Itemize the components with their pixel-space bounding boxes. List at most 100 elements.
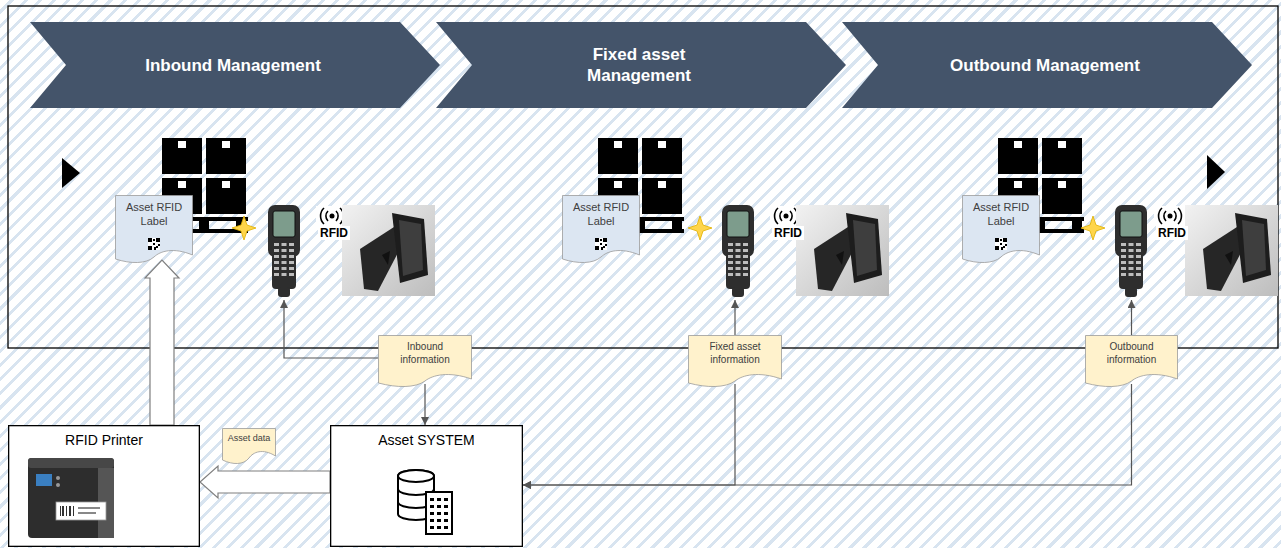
printer-photo: [60, 506, 61, 516]
box-title: RFID Printer: [65, 431, 143, 449]
document-shape: [689, 336, 782, 387]
database-icon: [398, 470, 434, 520]
printer-photo: [28, 458, 114, 538]
database-icon: [437, 512, 441, 515]
printer-photo: [56, 502, 106, 520]
database-icon: [437, 505, 441, 508]
rfid-label-doc: Asset RFID Label: [115, 195, 193, 263]
database-icon: [426, 492, 452, 534]
info-note: Fixed asset information: [688, 335, 782, 387]
chevron-shape: [842, 22, 1252, 108]
qr-code: [148, 238, 160, 250]
block-arrow: [200, 466, 330, 498]
box-title: Asset SYSTEM: [378, 431, 474, 449]
qr-code: [995, 238, 1007, 250]
handheld-scanner: [1115, 205, 1147, 297]
scanner-wire: [734, 300, 735, 335]
note-text: Asset data: [228, 433, 271, 444]
note-text: Fixed asset information: [704, 340, 766, 366]
database-icon: [444, 498, 448, 501]
star-icon: [688, 216, 712, 240]
printer-photo: [69, 506, 71, 516]
handheld-scanner: [268, 205, 300, 297]
stage-title: Inbound Management: [145, 55, 321, 76]
flow-connector: [523, 384, 1132, 485]
database-icon: [430, 512, 434, 515]
stage-chevron: Fixed asset Management: [436, 22, 846, 108]
handheld-scanner: [722, 205, 754, 297]
printer-photo: [78, 507, 100, 509]
document-shape: [563, 196, 640, 263]
database-icon: [437, 498, 441, 501]
rfid-label-doc: Asset RFID Label: [562, 195, 640, 263]
printer-photo: [28, 458, 114, 468]
chevron-shape: [30, 22, 440, 108]
rfid-tag-text: RFID: [1156, 226, 1188, 240]
info-note: Inbound information: [378, 335, 472, 387]
printer-box: RFID Printer: [8, 425, 200, 547]
database-icon: [430, 498, 448, 529]
box-shape: [331, 426, 523, 547]
printer-photo: [98, 468, 114, 538]
scanner-wire: [284, 300, 378, 358]
label-text: Asset RFID Label: [969, 200, 1033, 228]
qr-code: [595, 238, 607, 250]
rfid-reader-photo: [796, 205, 889, 296]
stage-title: Outbound Management: [950, 55, 1140, 76]
label-text: Asset RFID Label: [569, 200, 633, 228]
flow-triangle: [1207, 155, 1225, 189]
database-icon: [430, 519, 434, 522]
document-shape: [963, 196, 1040, 263]
stage-chevron: Inbound Management: [30, 22, 440, 108]
chevron-shape: [436, 22, 846, 108]
qr-code: [148, 238, 1007, 250]
flow-triangle: [62, 158, 80, 188]
rfid-tag-text: RFID: [318, 226, 350, 240]
stage-chevron: Outbound Management: [842, 22, 1252, 108]
database-icon: [398, 502, 434, 508]
database-icon: [398, 470, 452, 534]
stage-title: Fixed asset Management: [564, 44, 714, 86]
rfid-tag-text: RFID: [772, 226, 804, 240]
document-shape: [223, 429, 276, 464]
label-text: Asset RFID Label: [122, 200, 186, 228]
document-shape: [1086, 336, 1178, 387]
printer-photo: [56, 476, 60, 480]
note-text: Outbound information: [1101, 340, 1163, 366]
database-icon: [437, 519, 441, 522]
database-icon: [398, 470, 434, 482]
block-arrow: [145, 260, 179, 425]
rfid-wave-symbol: [316, 206, 1186, 226]
database-icon: [444, 505, 448, 508]
flow-connector: [424, 384, 425, 425]
rfid-wave-symbol: [1154, 206, 1186, 226]
database-icon: [437, 526, 441, 529]
printer-photo: [78, 512, 96, 514]
star-icon: [1081, 216, 1105, 240]
printer-photo: [62, 506, 64, 516]
data-note: Asset data: [222, 428, 276, 464]
printer-photo: [28, 458, 114, 538]
rfid-reader-photo: [342, 205, 435, 296]
database-icon: [430, 526, 434, 529]
printer-photo: [60, 506, 74, 516]
note-text: Inbound information: [394, 340, 456, 366]
system-box: Asset SYSTEM: [330, 425, 523, 547]
printer-photo: [66, 506, 67, 516]
scanner-wire: [1131, 300, 1132, 335]
rfid-reader-photo: [1185, 205, 1278, 296]
info-note: Outbound information: [1085, 335, 1178, 387]
printer-photo: [36, 474, 52, 486]
rfid-label-doc: Asset RFID Label: [962, 195, 1040, 263]
printer-photo: [56, 483, 60, 487]
printer-photo: [73, 506, 74, 516]
star-icon: [232, 216, 256, 240]
document-shape: [116, 196, 193, 263]
database-icon: [444, 519, 448, 522]
document-shape: [379, 336, 472, 387]
database-icon: [444, 526, 448, 529]
database-icon: [398, 489, 434, 495]
database-icon: [430, 505, 434, 508]
database-icon: [430, 498, 434, 501]
